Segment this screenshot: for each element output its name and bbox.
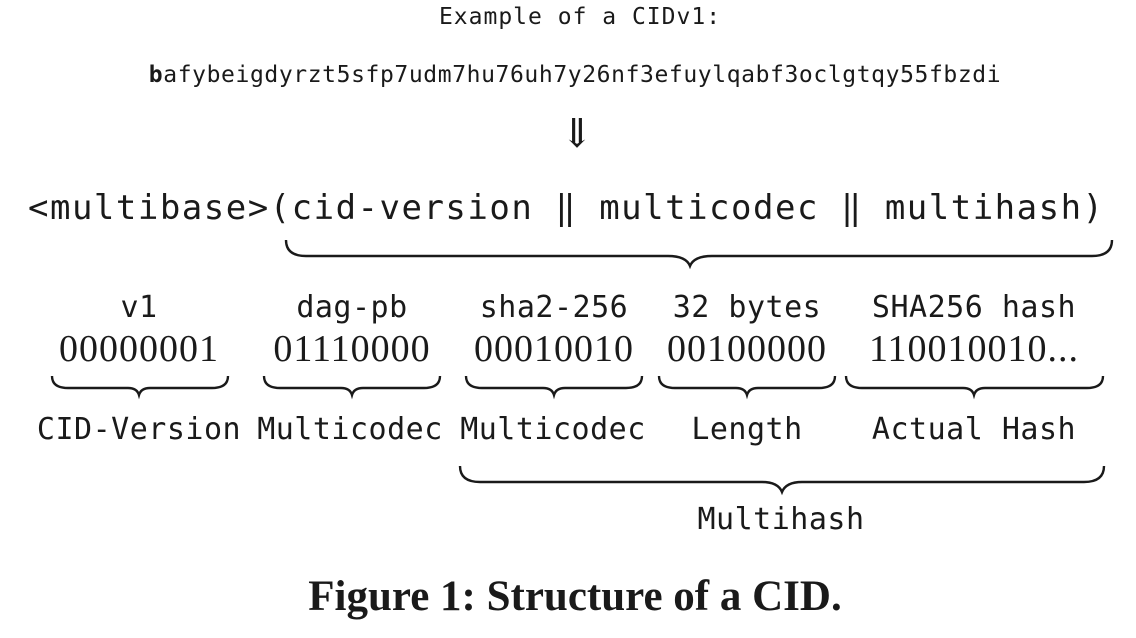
field-label-hash-function: sha2-256 [479,290,629,325]
brace-cid-body [284,239,1114,270]
field-label-hash: SHA256 hash [871,290,1077,325]
binary-value-hash: 110010010... [868,328,1080,370]
multihash-label: Multihash [697,502,865,537]
cid-structure-formula: <multibase>(cid-version ‖ multicodec ‖ m… [28,188,1105,228]
brace-hash-function [464,375,644,400]
field-label-codec: dag-pb [296,290,408,325]
brace-multihash [458,465,1106,496]
part-name-multicodec: Multicodec [257,412,443,447]
example-heading: Example of a CIDv1: [438,4,722,30]
binary-value-hash-function: 00010010 [474,328,634,370]
binary-value-codec: 01110000 [273,328,431,370]
part-name-cid-version: CID-Version [36,412,242,447]
part-name-hash-multicodec: Multicodec [460,412,646,447]
cid-body: afybeigdyrzt5sfp7udm7hu76uh7y26nf3efuylq… [163,62,1002,88]
brace-hash [844,375,1105,400]
binary-value-length: 00100000 [667,328,827,370]
down-arrow-icon: ⇓ [560,111,594,156]
brace-length [657,375,837,400]
figure-caption: Figure 1: Structure of a CID. [308,573,842,620]
brace-codec [262,375,442,400]
binary-value-version: 00000001 [59,328,219,370]
example-cid-string: bafybeigdyrzt5sfp7udm7hu76uh7y26nf3efuyl… [149,62,1001,88]
part-name-length: Length [691,412,803,447]
part-name-actual-hash: Actual Hash [871,412,1077,447]
multibase-prefix: b [148,62,164,88]
field-label-length: 32 bytes [672,290,822,325]
brace-version [50,375,230,400]
field-label-version: v1 [120,290,158,325]
